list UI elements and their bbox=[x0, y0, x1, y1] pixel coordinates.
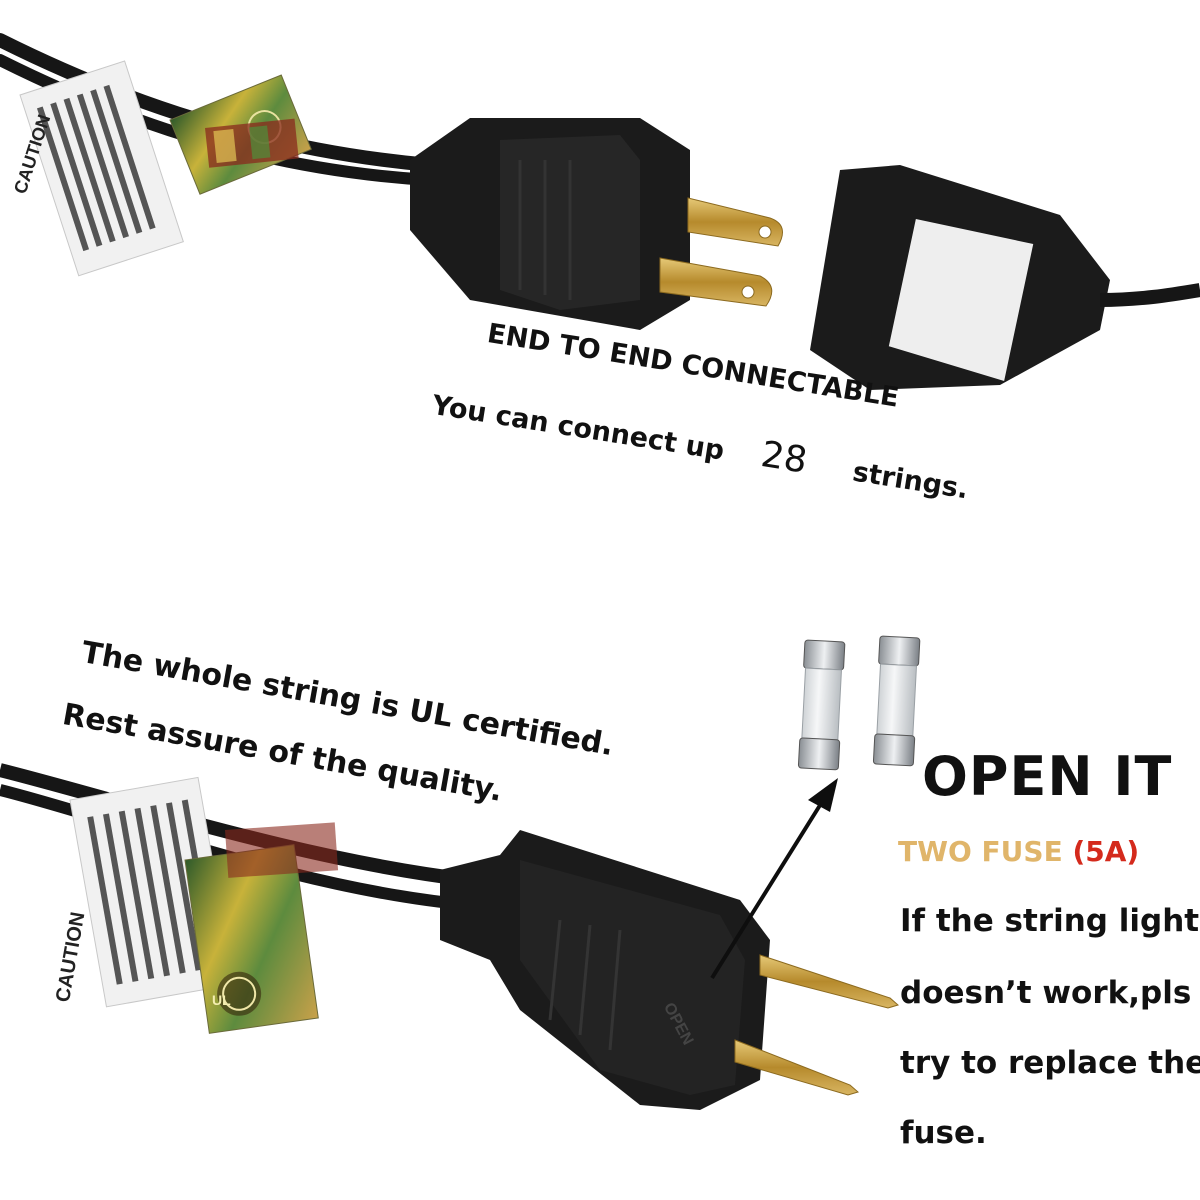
caution-tag-bottom bbox=[69, 776, 236, 1008]
top-plug bbox=[410, 118, 783, 330]
note-line-2: doesn’t work,pls bbox=[900, 975, 1192, 1011]
hologram-sticker-bottom bbox=[184, 844, 319, 1034]
top-receptacle bbox=[810, 165, 1200, 390]
open-it-heading: OPEN IT bbox=[922, 745, 1173, 808]
arrow-icon bbox=[710, 778, 838, 980]
caution-tag-top bbox=[19, 60, 184, 277]
note-line-4: fuse. bbox=[900, 1115, 987, 1151]
string-count: 28 bbox=[758, 434, 810, 482]
hologram-band-top bbox=[205, 118, 299, 168]
ul-mark: UL bbox=[212, 992, 231, 1008]
fuse-right-icon bbox=[872, 635, 921, 767]
hologram-band-bottom bbox=[225, 822, 339, 878]
note-line-1: If the string light bbox=[900, 903, 1200, 939]
note-line-3: try to replace the bbox=[900, 1045, 1200, 1081]
fuse-amperage: (5A) bbox=[1072, 835, 1140, 868]
bottom-plug bbox=[440, 830, 900, 1110]
bottom-power-cord bbox=[0, 763, 471, 911]
fuse-left-icon bbox=[797, 639, 846, 771]
two-fuse-line: TWO FUSE (5A) bbox=[898, 835, 1139, 868]
two-fuse-label: TWO FUSE bbox=[898, 835, 1063, 868]
